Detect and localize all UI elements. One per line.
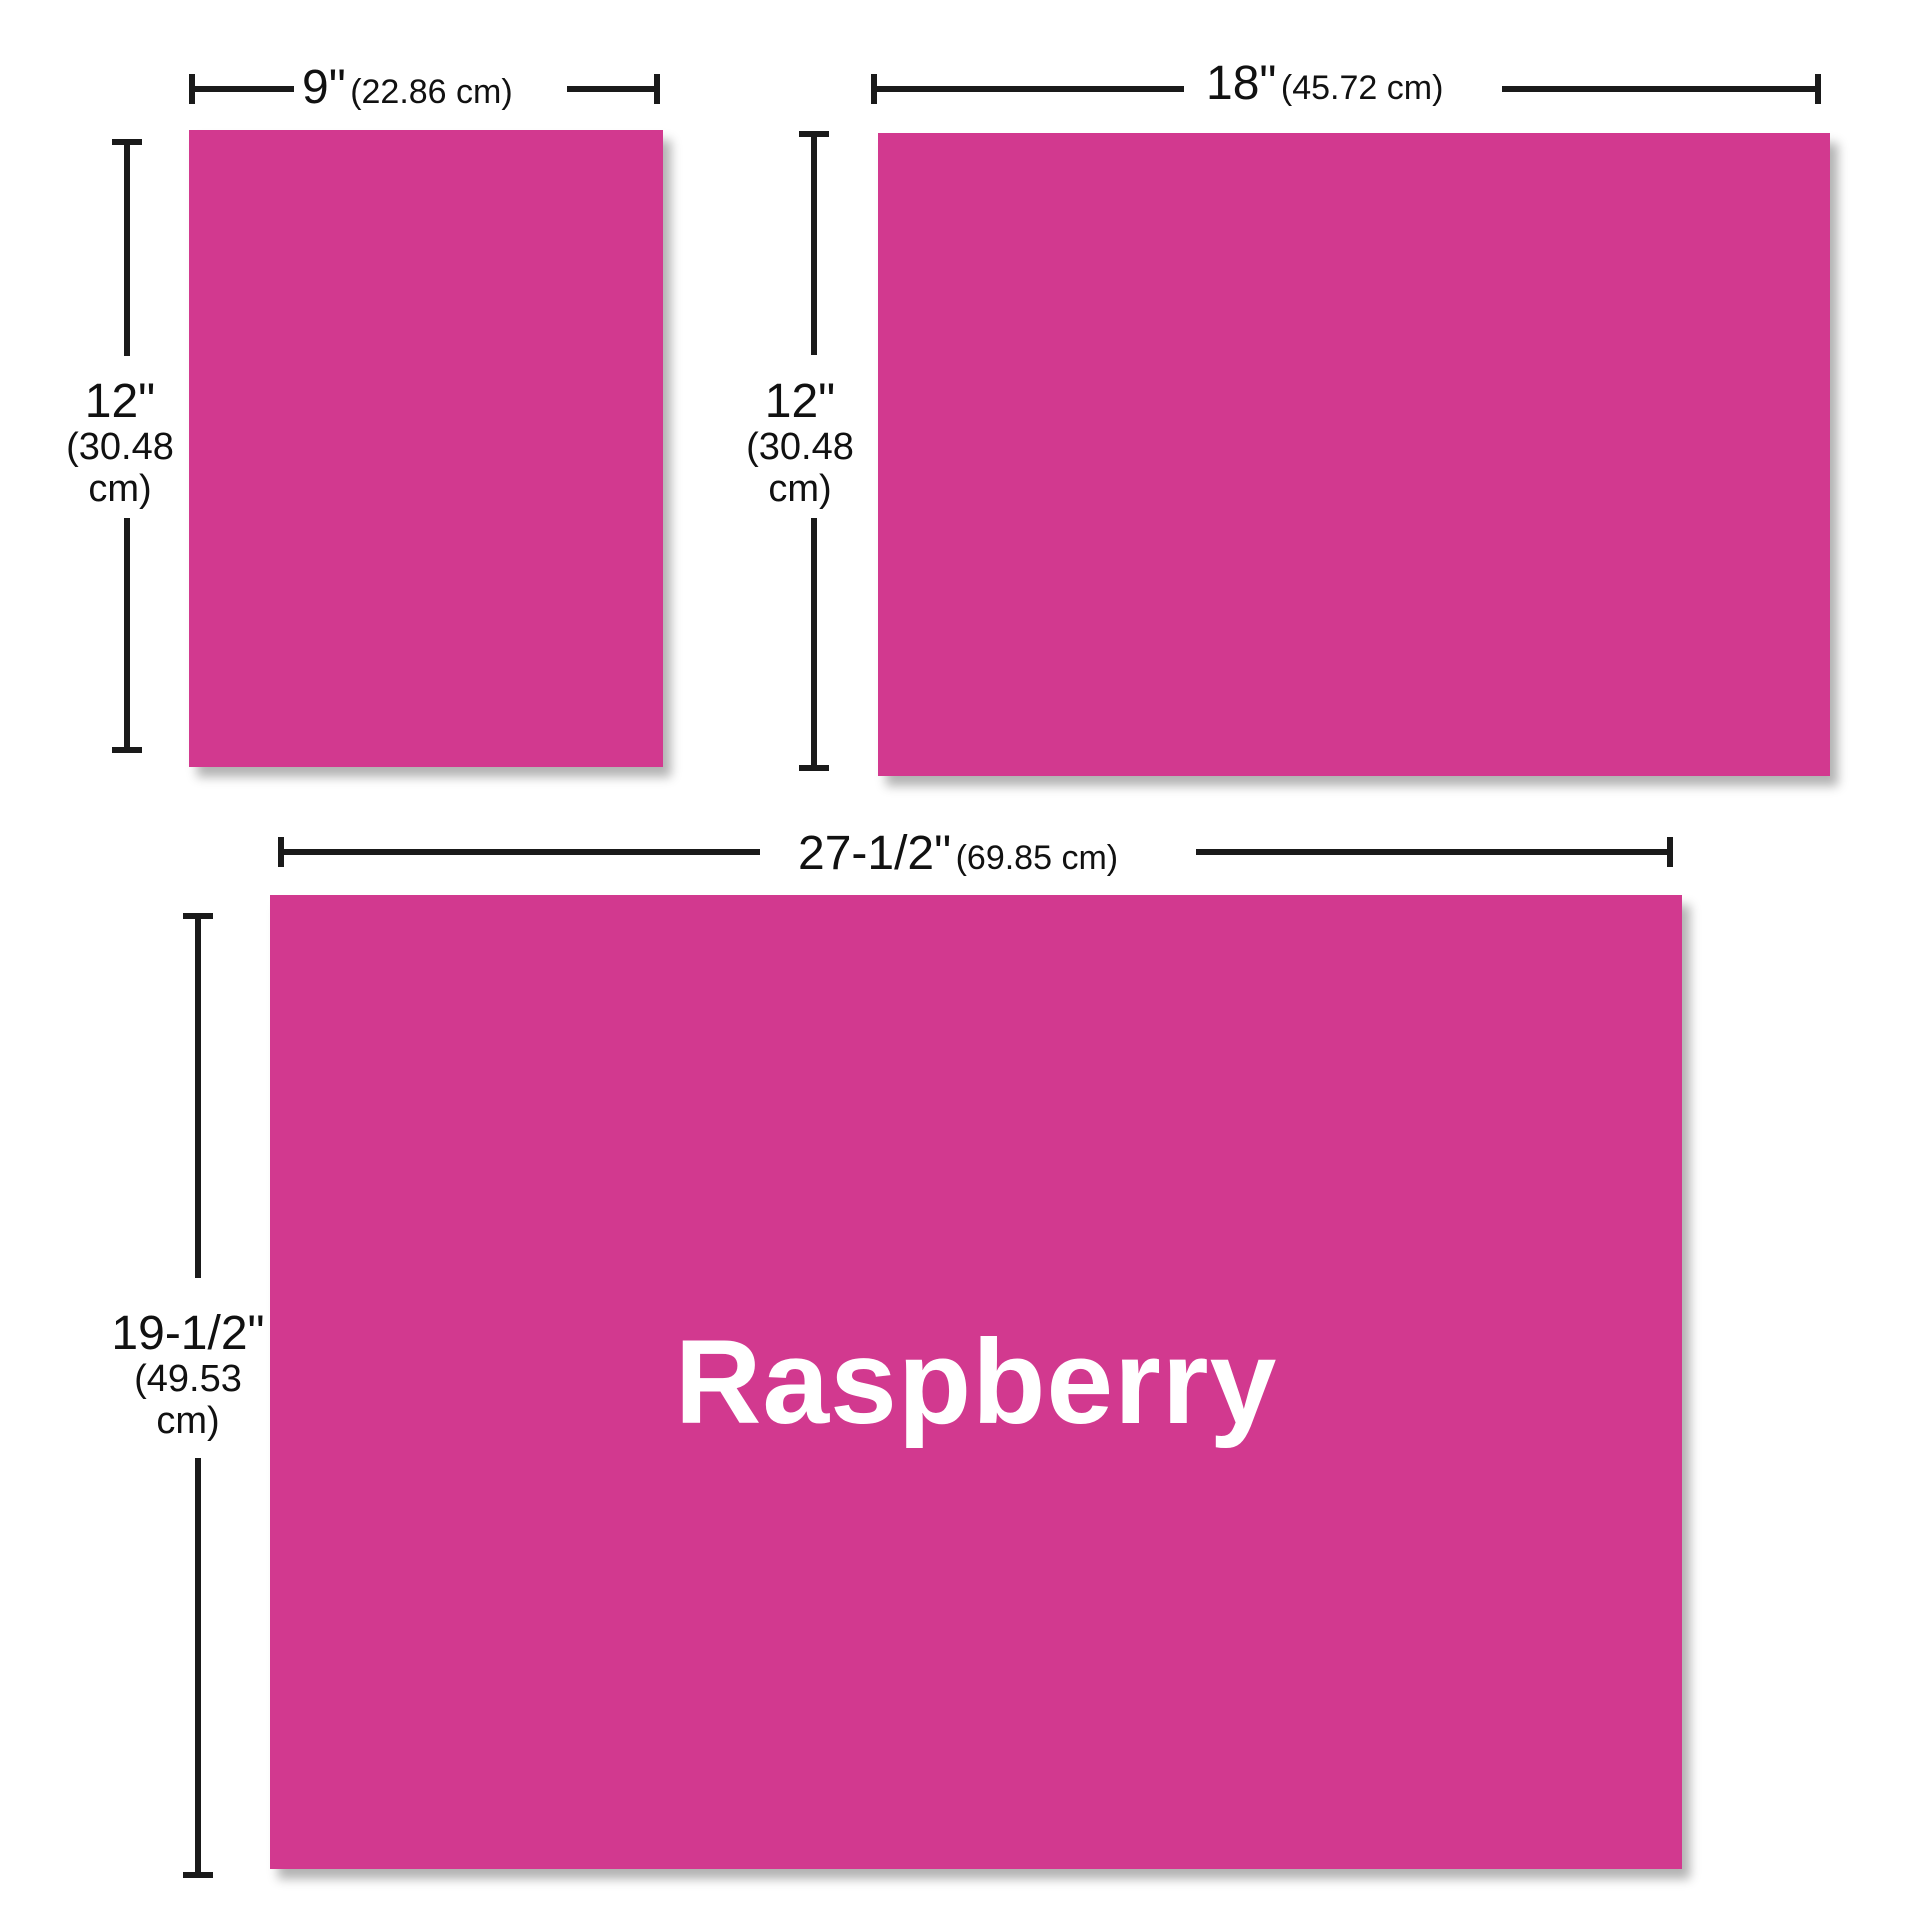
large-height-line-top [195, 913, 201, 1278]
medium-width-label: 18" (45.72 cm) [1206, 60, 1443, 108]
small-height-metric-2: cm) [88, 468, 152, 510]
medium-width-metric: (45.72 cm) [1280, 69, 1444, 107]
medium-width-line-left [872, 86, 1184, 92]
medium-height-line-bottom [811, 518, 817, 771]
small-height-line-bottom [124, 518, 130, 753]
medium-height-line-top [811, 131, 817, 355]
small-width-tick-left [189, 74, 195, 104]
small-height-label: 12" (30.48 cm) [50, 375, 190, 511]
medium-height-inches: 12" [764, 375, 836, 428]
large-width-line-right [1196, 849, 1670, 855]
large-sheet: Raspberry [270, 895, 1682, 1869]
small-height-metric-1: (30.48 [66, 426, 174, 468]
small-width-label: 9" (22.86 cm) [302, 64, 513, 112]
medium-sheet [878, 133, 1830, 776]
medium-height-metric-2: cm) [768, 468, 832, 510]
large-width-tick-right [1667, 837, 1673, 867]
large-width-tick-left [278, 837, 284, 867]
medium-width-tick-right [1815, 74, 1821, 104]
small-width-line-right [567, 86, 660, 92]
medium-width-line-right [1502, 86, 1820, 92]
large-height-label: 19-1/2" (49.53 cm) [98, 1307, 278, 1443]
large-width-metric: (69.85 cm) [955, 839, 1119, 877]
large-height-line-bottom [195, 1458, 201, 1878]
medium-height-label: 12" (30.48 cm) [730, 375, 870, 511]
large-height-inches: 19-1/2" [111, 1307, 265, 1360]
large-width-inches: 27-1/2" [798, 827, 952, 880]
medium-height-metric-1: (30.48 [746, 426, 854, 468]
large-width-label: 27-1/2" (69.85 cm) [798, 830, 1118, 878]
small-height-inches: 12" [84, 375, 156, 428]
small-width-metric: (22.86 cm) [350, 73, 513, 111]
small-height-line-top [124, 139, 130, 356]
small-width-line-left [189, 86, 294, 92]
color-name-label: Raspberry [674, 1315, 1278, 1449]
medium-width-inches: 18" [1206, 57, 1277, 110]
large-width-line-left [278, 849, 760, 855]
small-width-tick-right [654, 74, 660, 104]
medium-width-tick-left [871, 74, 877, 104]
large-height-metric-1: (49.53 [134, 1358, 242, 1400]
small-sheet [189, 130, 663, 767]
small-width-inches: 9" [302, 61, 346, 114]
large-height-metric-2: cm) [156, 1400, 220, 1442]
